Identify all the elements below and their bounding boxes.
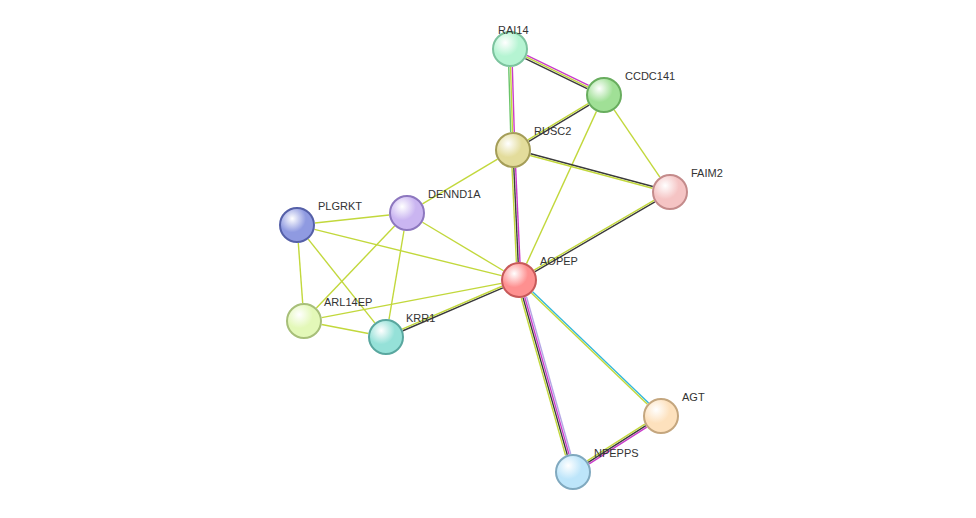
evidence-line bbox=[527, 55, 589, 85]
protein-node: NPEPPS bbox=[555, 454, 591, 490]
evidence-line bbox=[525, 59, 587, 89]
evidence-line bbox=[512, 168, 516, 262]
protein-node: KRR1 bbox=[368, 319, 404, 355]
interaction-edge bbox=[422, 222, 503, 271]
node-label: RAI14 bbox=[498, 24, 529, 36]
node-label: KRR1 bbox=[406, 312, 435, 324]
interaction-edge bbox=[315, 215, 389, 223]
evidence-line bbox=[587, 424, 645, 461]
node-label: RUSC2 bbox=[534, 125, 571, 137]
evidence-line bbox=[316, 226, 394, 308]
protein-node: DENND1A bbox=[389, 195, 425, 231]
evidence-line bbox=[530, 156, 652, 189]
evidence-line bbox=[614, 110, 660, 177]
evidence-line bbox=[509, 67, 511, 132]
protein-node: AOPEP bbox=[501, 262, 537, 298]
interaction-edge bbox=[528, 104, 589, 142]
protein-node: RUSC2 bbox=[495, 132, 531, 168]
evidence-line bbox=[315, 215, 389, 223]
node-label: FAIM2 bbox=[691, 167, 723, 179]
evidence-line bbox=[528, 104, 588, 140]
interaction-edge bbox=[402, 286, 503, 330]
interaction-edge bbox=[389, 231, 404, 320]
node-label: AOPEP bbox=[540, 255, 578, 267]
interaction-edge bbox=[422, 159, 497, 204]
interaction-edge bbox=[521, 297, 570, 456]
evidence-line bbox=[588, 426, 646, 463]
protein-node: ARL14EP bbox=[286, 303, 322, 339]
interaction-edge bbox=[530, 154, 653, 188]
evidence-line bbox=[535, 202, 655, 272]
interaction-edge bbox=[512, 168, 520, 262]
protein-node: PLGRKT bbox=[279, 207, 315, 243]
evidence-line bbox=[527, 111, 597, 263]
interaction-edge bbox=[527, 111, 597, 263]
interaction-edge bbox=[534, 200, 655, 271]
interaction-edge bbox=[525, 55, 588, 88]
evidence-line bbox=[525, 297, 569, 454]
evidence-line bbox=[523, 298, 567, 455]
node-label: DENND1A bbox=[428, 188, 481, 200]
protein-node: FAIM2 bbox=[652, 174, 688, 210]
interaction-edge bbox=[614, 110, 660, 177]
evidence-line bbox=[526, 57, 588, 87]
node-label: NPEPPS bbox=[594, 447, 639, 459]
evidence-line bbox=[521, 298, 565, 455]
interaction-edge bbox=[587, 424, 647, 464]
interaction-edge bbox=[509, 67, 515, 132]
interaction-edge bbox=[322, 324, 369, 333]
node-label: PLGRKT bbox=[318, 200, 362, 212]
interaction-edge bbox=[298, 243, 302, 303]
protein-node: RAI14 bbox=[492, 31, 528, 67]
evidence-line bbox=[389, 231, 404, 320]
evidence-line bbox=[534, 200, 654, 270]
evidence-line bbox=[322, 324, 369, 333]
evidence-line bbox=[422, 159, 497, 204]
node-label: AGT bbox=[682, 391, 705, 403]
protein-node: AGT bbox=[643, 398, 679, 434]
node-label: CCDC141 bbox=[625, 70, 675, 82]
protein-node: CCDC141 bbox=[586, 77, 622, 113]
evidence-line bbox=[403, 288, 503, 331]
node-label: ARL14EP bbox=[324, 296, 372, 308]
evidence-line bbox=[531, 154, 653, 187]
evidence-line bbox=[589, 427, 647, 464]
evidence-line bbox=[529, 105, 589, 141]
evidence-line bbox=[422, 222, 503, 271]
evidence-line bbox=[526, 297, 570, 454]
interaction-edge bbox=[316, 226, 394, 308]
evidence-line bbox=[402, 286, 502, 329]
evidence-line bbox=[298, 243, 302, 303]
